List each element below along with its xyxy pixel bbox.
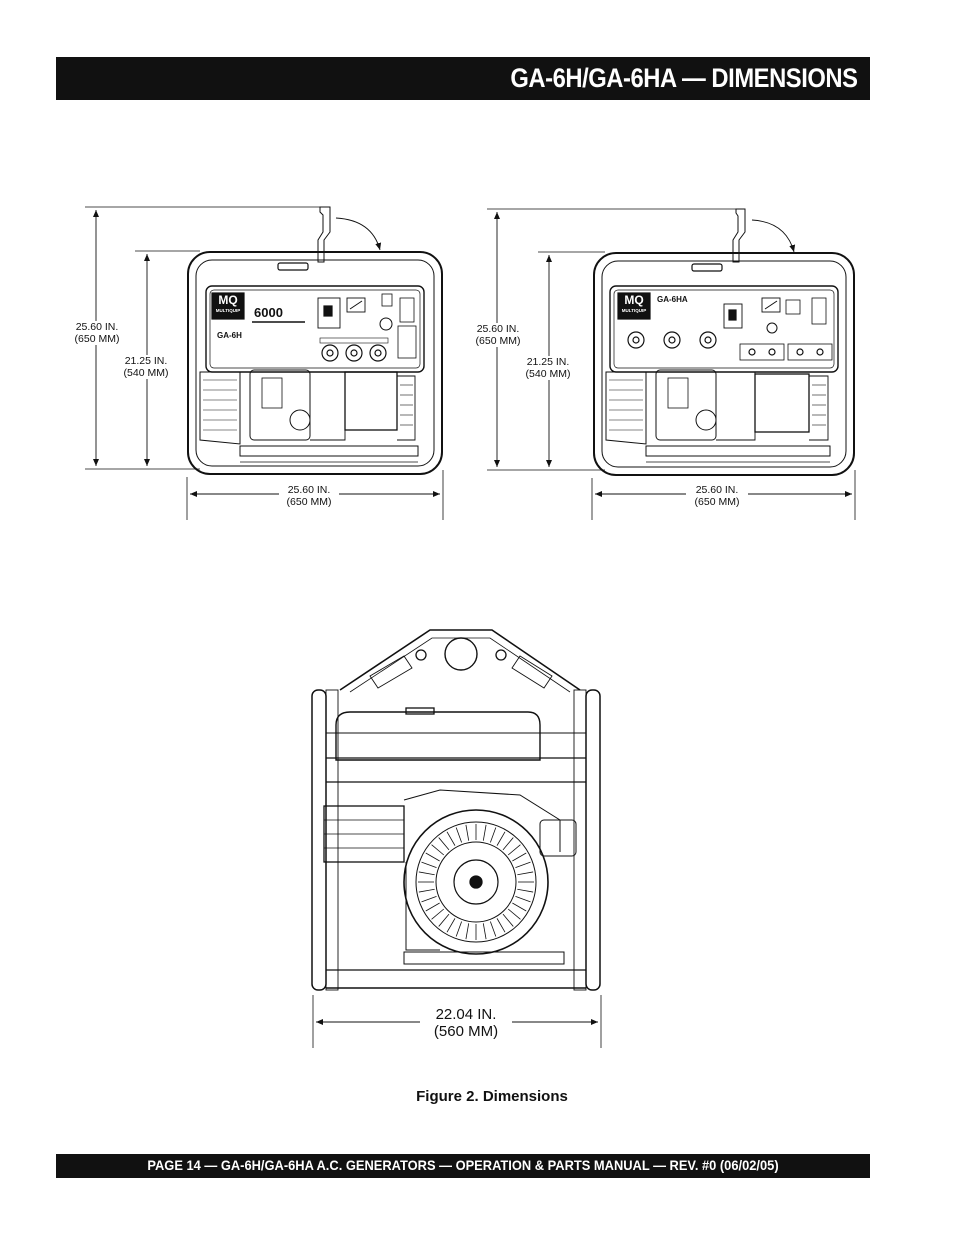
- figure-caption: Figure 2. Dimensions: [416, 1088, 568, 1105]
- fan-fin: [431, 908, 445, 920]
- left-panel-model: GA-6H: [217, 331, 242, 340]
- fan-fin: [489, 921, 497, 937]
- fan-fin: [455, 827, 463, 843]
- fan-fin: [515, 895, 531, 903]
- fan-fin: [465, 824, 470, 841]
- page-title: GA-6H/GA-6HA — DIMENSIONS: [510, 63, 859, 93]
- fan-fin: [489, 827, 497, 843]
- fan-fin: [446, 918, 456, 933]
- fan-fin: [425, 852, 440, 862]
- fan-fin: [496, 831, 506, 846]
- fan-fin: [418, 888, 435, 893]
- fan-fin: [507, 908, 521, 920]
- fan-fin: [418, 871, 435, 876]
- fan-fin: [465, 923, 470, 940]
- fan-fin: [517, 888, 534, 893]
- fan-fin: [438, 837, 450, 851]
- fan-fin: [515, 861, 531, 869]
- fan-fin: [512, 852, 527, 862]
- right-panel-model: GA-6HA: [657, 295, 688, 304]
- left-panel-number: 6000: [254, 305, 283, 320]
- footer-bar: PAGE 14 — GA-6H/GA-6HA A.C. GENERATORS —…: [56, 1154, 870, 1178]
- fan-fin: [421, 861, 437, 869]
- fan-fin: [446, 831, 456, 846]
- fan-fin: [482, 923, 487, 940]
- fan-fin: [425, 902, 440, 912]
- left-height-total-label: 25.60 IN. (650 MM): [66, 321, 128, 345]
- right-logo-mq: MQ MULTIQUIP: [621, 293, 647, 313]
- bottom-width-label: 22.04 IN. (560 MM): [420, 1006, 512, 1040]
- fan-fin: [512, 902, 527, 912]
- fan-fin: [502, 913, 514, 927]
- fan-fin: [496, 918, 506, 933]
- right-height-frame-label: 21.25 IN. (540 MM): [520, 356, 576, 380]
- right-height-total-label: 25.60 IN. (650 MM): [468, 323, 528, 347]
- right-width-label: 25.60 IN. (650 MM): [686, 484, 748, 508]
- generator-right-drawing: [487, 208, 856, 520]
- generator-left-drawing: [85, 206, 444, 520]
- fan-fin: [517, 871, 534, 876]
- left-logo-mq: MQ MULTIQUIP: [215, 293, 241, 313]
- fan-fin: [431, 844, 445, 856]
- fan-fin: [482, 824, 487, 841]
- fan-fin: [438, 913, 450, 927]
- left-height-frame-label: 21.25 IN. (540 MM): [118, 355, 174, 379]
- left-width-label: 25.60 IN. (650 MM): [279, 484, 339, 508]
- fan-fin: [507, 844, 521, 856]
- generator-side-drawing: [311, 629, 602, 1048]
- header-bar: GA-6H/GA-6HA — DIMENSIONS: [56, 57, 870, 100]
- footer-text: PAGE 14 — GA-6H/GA-6HA A.C. GENERATORS —…: [147, 1157, 779, 1173]
- fan-fin: [421, 895, 437, 903]
- fan-fin: [455, 921, 463, 937]
- fan-fin: [502, 837, 514, 851]
